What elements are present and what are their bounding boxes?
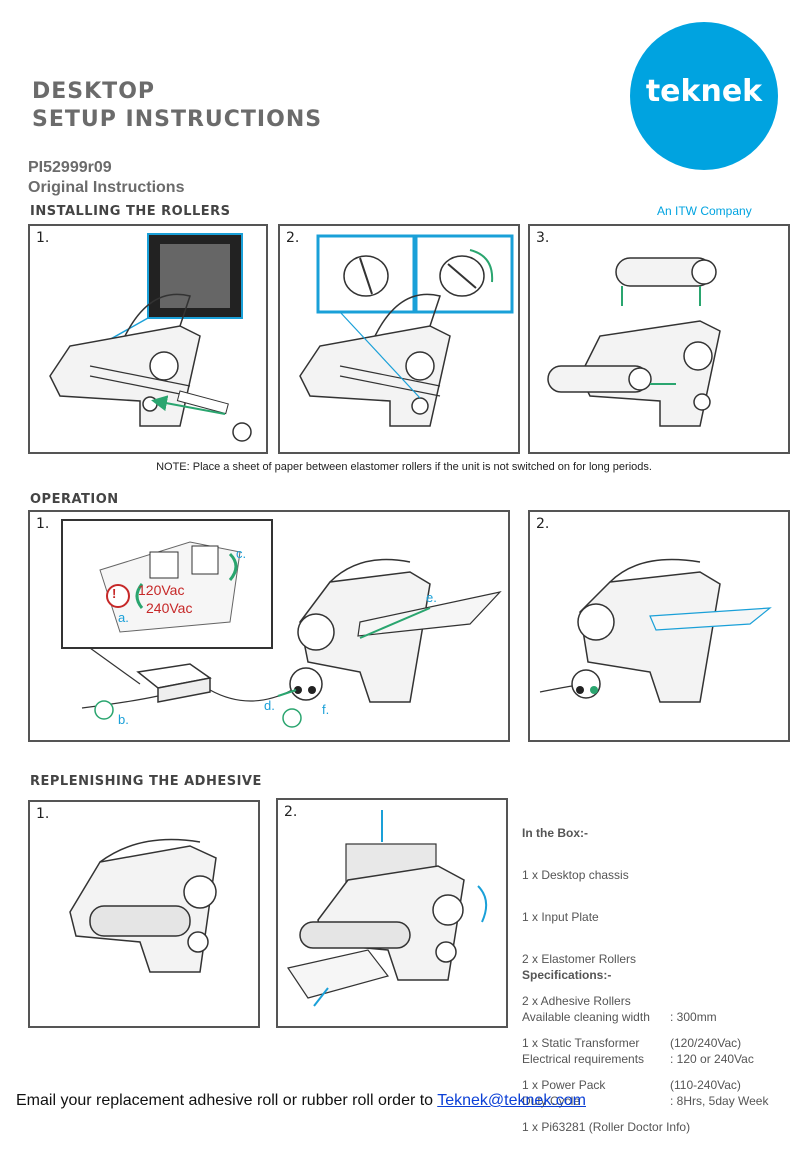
spec-row: Duty Cycle: 8Hrs, 5day Week <box>522 1094 769 1108</box>
document-id: PI52999r09 Original Instructions <box>28 158 184 198</box>
install-step-2-panel: 2. <box>278 224 520 454</box>
step-label-f: f. <box>322 702 330 717</box>
order-email-link[interactable]: Teknek@teknek.com <box>437 1092 586 1109</box>
in-the-box: In the Box:- 1 x Desktop chassis 1 x Inp… <box>522 798 741 1148</box>
step-label-c: c. <box>236 546 247 561</box>
replenish-step-1-illustration <box>69 838 217 973</box>
install-step-1-panel: 1. <box>28 224 268 454</box>
title-line-1: DESKTOP <box>32 79 156 104</box>
step-number: 1. <box>36 230 50 246</box>
doc-number: PI52999r09 <box>28 159 112 176</box>
footer-text: Email your replacement adhesive roll or … <box>16 1092 438 1109</box>
step-label-e: e. <box>426 590 437 605</box>
install-step-3-illustration <box>547 257 721 427</box>
spec-row: Available cleaning width: 300mm <box>522 1010 717 1024</box>
spec-row: Electrical requirements: 120 or 240Vac <box>522 1052 754 1066</box>
section-title-installing: INSTALLING THE ROLLERS <box>30 204 231 219</box>
box-item: 1 x Power Pack(110-240Vac) <box>522 1078 741 1092</box>
specifications-heading: Specifications:- <box>522 968 612 982</box>
box-item: 1 x Desktop chassis <box>522 868 629 882</box>
install-step-2-illustration <box>299 234 514 427</box>
step-label-a: a. <box>118 610 129 625</box>
operation-step-2-illustration <box>539 558 772 703</box>
replenish-step-2-illustration <box>287 810 488 1007</box>
install-step-1-illustration <box>49 233 252 442</box>
step-number: 1. <box>36 806 50 822</box>
box-item: 2 x Elastomer Rollers <box>522 952 637 966</box>
warning-icon: ! <box>112 586 117 601</box>
step-label-d: d. <box>264 698 275 713</box>
voltage-120-label: 120Vac <box>138 582 185 598</box>
box-item: 1 x Static Transformer(120/240Vac) <box>522 1036 742 1050</box>
operation-step-2-panel: 2. <box>528 510 790 742</box>
replenish-step-1-panel: 1. <box>28 800 260 1028</box>
step-number: 3. <box>536 230 550 246</box>
replenish-step-2-panel: 2. <box>276 798 508 1028</box>
document-title: DESKTOP SETUP INSTRUCTIONS <box>32 78 322 134</box>
in-the-box-heading: In the Box:- <box>522 826 588 840</box>
section-title-operation: OPERATION <box>30 492 119 507</box>
specifications: Specifications:- Available cleaning widt… <box>522 940 768 1122</box>
title-line-2: SETUP INSTRUCTIONS <box>32 107 323 132</box>
doc-type: Original Instructions <box>28 179 185 196</box>
step-number: 2. <box>284 804 298 820</box>
step-number: 1. <box>36 516 50 532</box>
teknek-logo: teknek <box>630 22 778 170</box>
step-number: 2. <box>286 230 300 246</box>
step-number: 2. <box>536 516 550 532</box>
section-title-replenishing: REPLENISHING THE ADHESIVE <box>30 774 262 789</box>
voltage-240-label: 240Vac <box>146 600 193 616</box>
install-step-3-panel: 3. <box>528 224 790 454</box>
logo-wordmark: teknek <box>645 74 763 109</box>
footer-order-line: Email your replacement adhesive roll or … <box>16 1092 586 1110</box>
operation-step-1-panel: 1. ! 120Vac 240Vac a. c. b. d. e. f. <box>28 510 510 742</box>
installation-note: NOTE: Place a sheet of paper between ela… <box>156 461 652 473</box>
operation-step-1-illustration <box>61 519 502 728</box>
box-item: 1 x Pi63281 (Roller Doctor Info) <box>522 1120 691 1134</box>
logo-tagline: An ITW Company <box>657 204 752 218</box>
box-item: 2 x Adhesive Rollers <box>522 994 631 1008</box>
box-item: 1 x Input Plate <box>522 910 599 924</box>
step-label-b: b. <box>118 712 129 727</box>
